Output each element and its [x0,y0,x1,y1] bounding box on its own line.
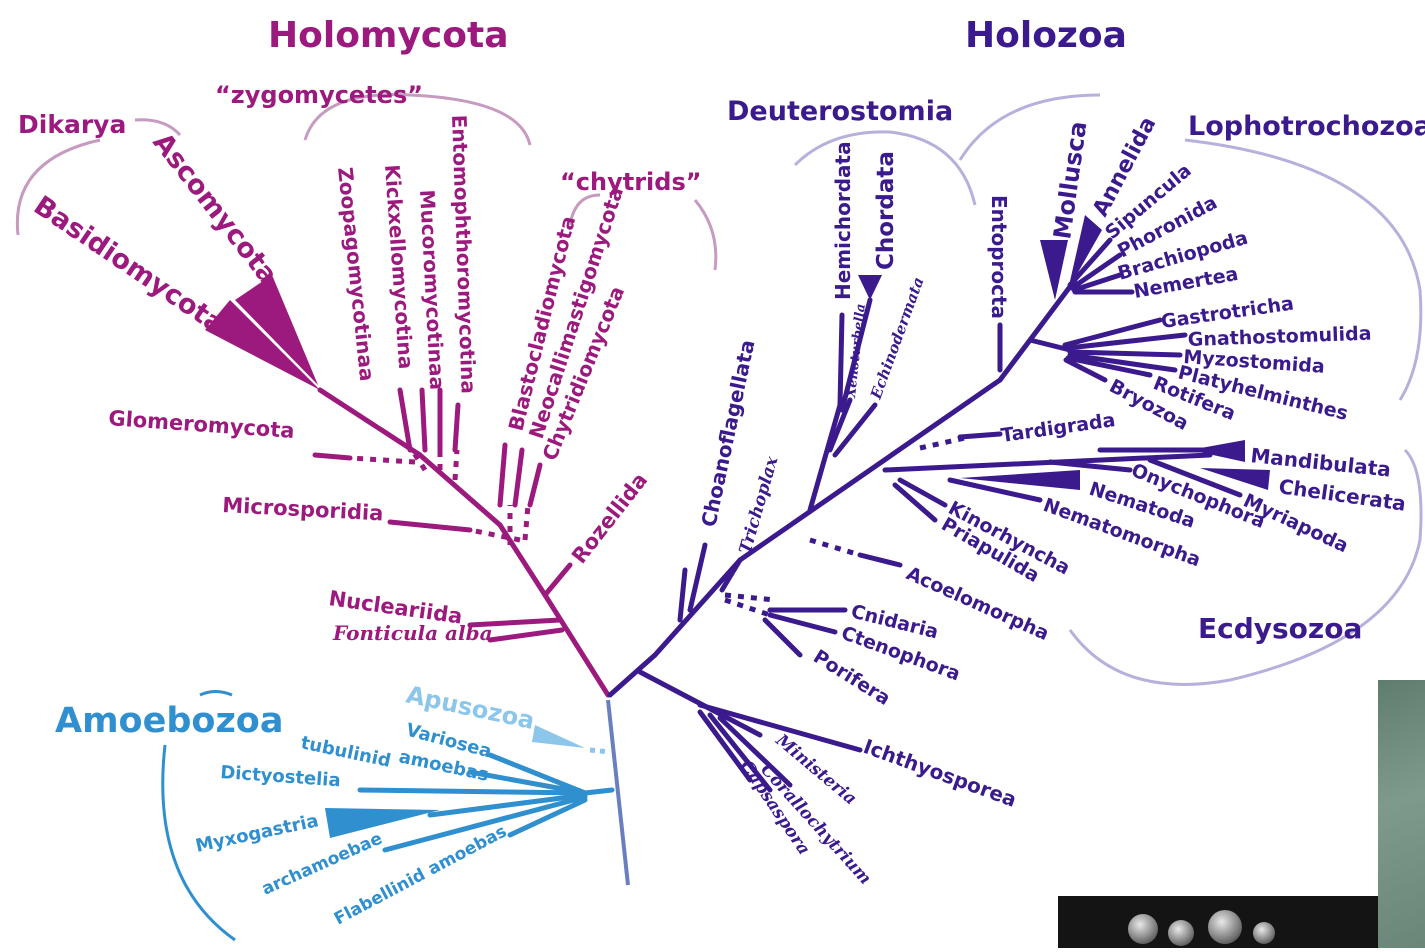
rozellida-branch [545,565,570,595]
chordata-wedge [858,275,882,300]
myxogastria-wedge [325,808,440,838]
holomycota-stem [545,595,608,695]
hemichordata-branch [840,315,842,405]
ctenophora-branch [770,615,835,632]
acoelo-branch [860,555,900,565]
microsporidia-branch [390,522,470,530]
fungi-labels: Ascomycota Basidiomycota Zoopagomycotina… [28,114,652,645]
dikarya-label: Dikarya [18,110,126,139]
fonticula-branch [490,630,562,640]
micrograph-sem [1058,896,1378,948]
ecdysozoa-label: Ecdysozoa [1198,612,1362,645]
glomero-dash [350,458,415,462]
chytrid-dash-2 [525,505,528,540]
choanoflagellata-branch-2 [680,570,685,620]
apusozoa-branch [532,725,610,752]
micrograph-green [1378,680,1425,948]
variosea-branch [490,755,585,793]
chordata-label: Chordata [873,151,899,270]
kickxellomycotina-label: Kickxellomycotina [380,164,418,370]
ichthyosporea-label: Ichthyosporea [860,734,1019,812]
apusozoa-wedge [532,725,585,748]
mandibulata-label: Mandibulata [1249,443,1392,482]
zygo-dash-3 [455,450,457,480]
tardigrada-branch [960,434,1000,437]
tubulinid-label: tubulinid [299,732,393,772]
echinodermata-label: Echinodermata [867,275,928,403]
chytridio-branch [530,465,540,505]
kickxello-branch [422,390,425,450]
chytrids-label: “chytrids” [560,168,702,196]
mandibulata-wedge [1190,440,1245,462]
neocalli-branch [515,450,522,505]
entomo-branch [455,405,458,450]
holozoa-heading: Holozoa [965,15,1127,56]
lophotrochozoa-label: Lophotrochozoa [1188,111,1425,142]
blasto-branch [500,445,505,505]
xenoturbella-label: Xenoturbella [844,303,869,399]
tardigrada-label: Tardigrada [1000,409,1117,447]
amoebozoa-stem [585,790,612,793]
echino-branch [835,405,875,455]
trichoplax-label: Trichoplax [736,454,783,557]
microsporidia-label: Microsporidia [222,493,384,525]
animal-labels: Hemichordata Chordata Xenoturbella Echin… [696,113,1407,889]
fonticula-alba-label: Fonticula alba [332,621,493,645]
myzostomida-branch [1070,352,1180,355]
glomeromycota-branch [315,455,350,458]
apusozoa-dash [590,750,610,752]
ecdysozoa-bracket [1070,450,1421,684]
entomophthoromycotina-label: Entomophthoromycotina [447,114,481,394]
gnathostomulida-label: Gnathostomulida [1187,323,1371,351]
porifera-branch [765,620,800,655]
onychophora-branch [1050,462,1130,470]
dictyostelia-label: Dictyostelia [220,762,342,791]
entoprocta-label: Entoprocta [987,195,1011,319]
ascomycota-label: Ascomycota [146,127,283,290]
dictyostelia-branch [360,790,585,793]
basal-metazoa-dash [725,595,775,600]
rozellida-label: Rozellida [567,468,652,568]
amoebozoa-label: Amoebozoa [55,701,283,741]
zoopagomycotinaa-label: Zoopagomycotinaa [333,166,379,382]
mucoromycotinaa-label: Mucoromycotinaa [415,189,449,390]
myxogastria-label: Myxogastria [194,810,321,857]
chelicerata-wedge [1200,468,1270,490]
hemichordata-label: Hemichordata [831,141,855,300]
holomycota-heading: Holomycota [268,15,509,56]
deuterostomia-label: Deuterostomia [727,96,953,127]
zygomycetes-label: “zygomycetes” [215,81,423,109]
acoelo-dash [810,540,860,555]
tardigrada-dash [920,438,965,448]
basal-metazoa-dash-2 [725,600,770,615]
fungi-stem-upper [420,455,500,525]
glomeromycota-label: Glomeromycota [108,406,296,443]
